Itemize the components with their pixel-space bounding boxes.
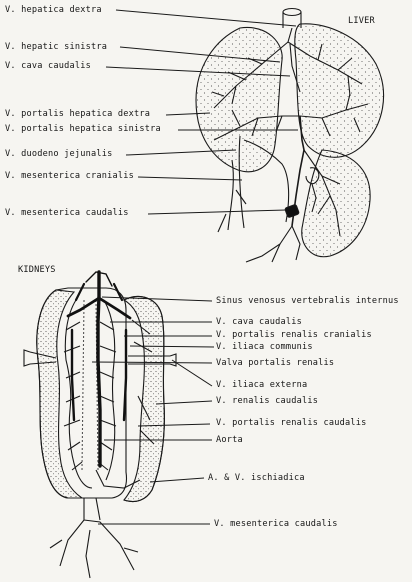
label-v-mesenterica-caudalis-kidney: V. mesenterica caudalis	[214, 519, 338, 529]
kidneys-title: KIDNEYS	[18, 265, 56, 275]
label-v-portalis-renalis-caudalis: V. portalis renalis caudalis	[216, 418, 366, 428]
label-v-cava-caudalis-liver: V. cava caudalis	[5, 61, 91, 71]
label-aorta: Aorta	[216, 435, 243, 445]
label-a-v-ischiadica: A. & V. ischiadica	[208, 473, 305, 483]
label-v-mesenterica-caudalis-liver: V. mesenterica caudalis	[5, 208, 129, 218]
label-v-iliaca-communis: V. iliaca communis	[216, 342, 313, 352]
liver-illustration	[196, 9, 384, 263]
label-v-iliaca-externa: V. iliaca externa	[216, 380, 307, 390]
label-v-cava-caudalis-kidney: V. cava caudalis	[216, 317, 302, 327]
label-v-duodeno-jejunalis: V. duodeno jejunalis	[5, 149, 112, 159]
label-sinus-venosus-vertebralis-internus: Sinus venosus vertebralis internus	[216, 296, 399, 306]
label-v-portalis-renalis-cranialis: V. portalis renalis cranialis	[216, 330, 372, 340]
label-v-renalis-caudalis: V. renalis caudalis	[216, 396, 318, 406]
label-v-portalis-hepatica-dextra: V. portalis hepatica dextra	[5, 109, 150, 119]
label-v-portalis-hepatica-sinistra: V. portalis hepatica sinistra	[5, 124, 161, 134]
kidney-main-vessels	[68, 272, 130, 466]
label-v-hepatica-dextra: V. hepatica dextra	[5, 5, 102, 15]
label-valva-portalis-renalis: Valva portalis renalis	[216, 358, 334, 368]
label-v-mesenterica-cranialis: V. mesenterica cranialis	[5, 171, 134, 181]
label-v-hepatic-sinistra: V. hepatic sinistra	[5, 42, 107, 52]
liver-title: LIVER	[348, 16, 375, 26]
